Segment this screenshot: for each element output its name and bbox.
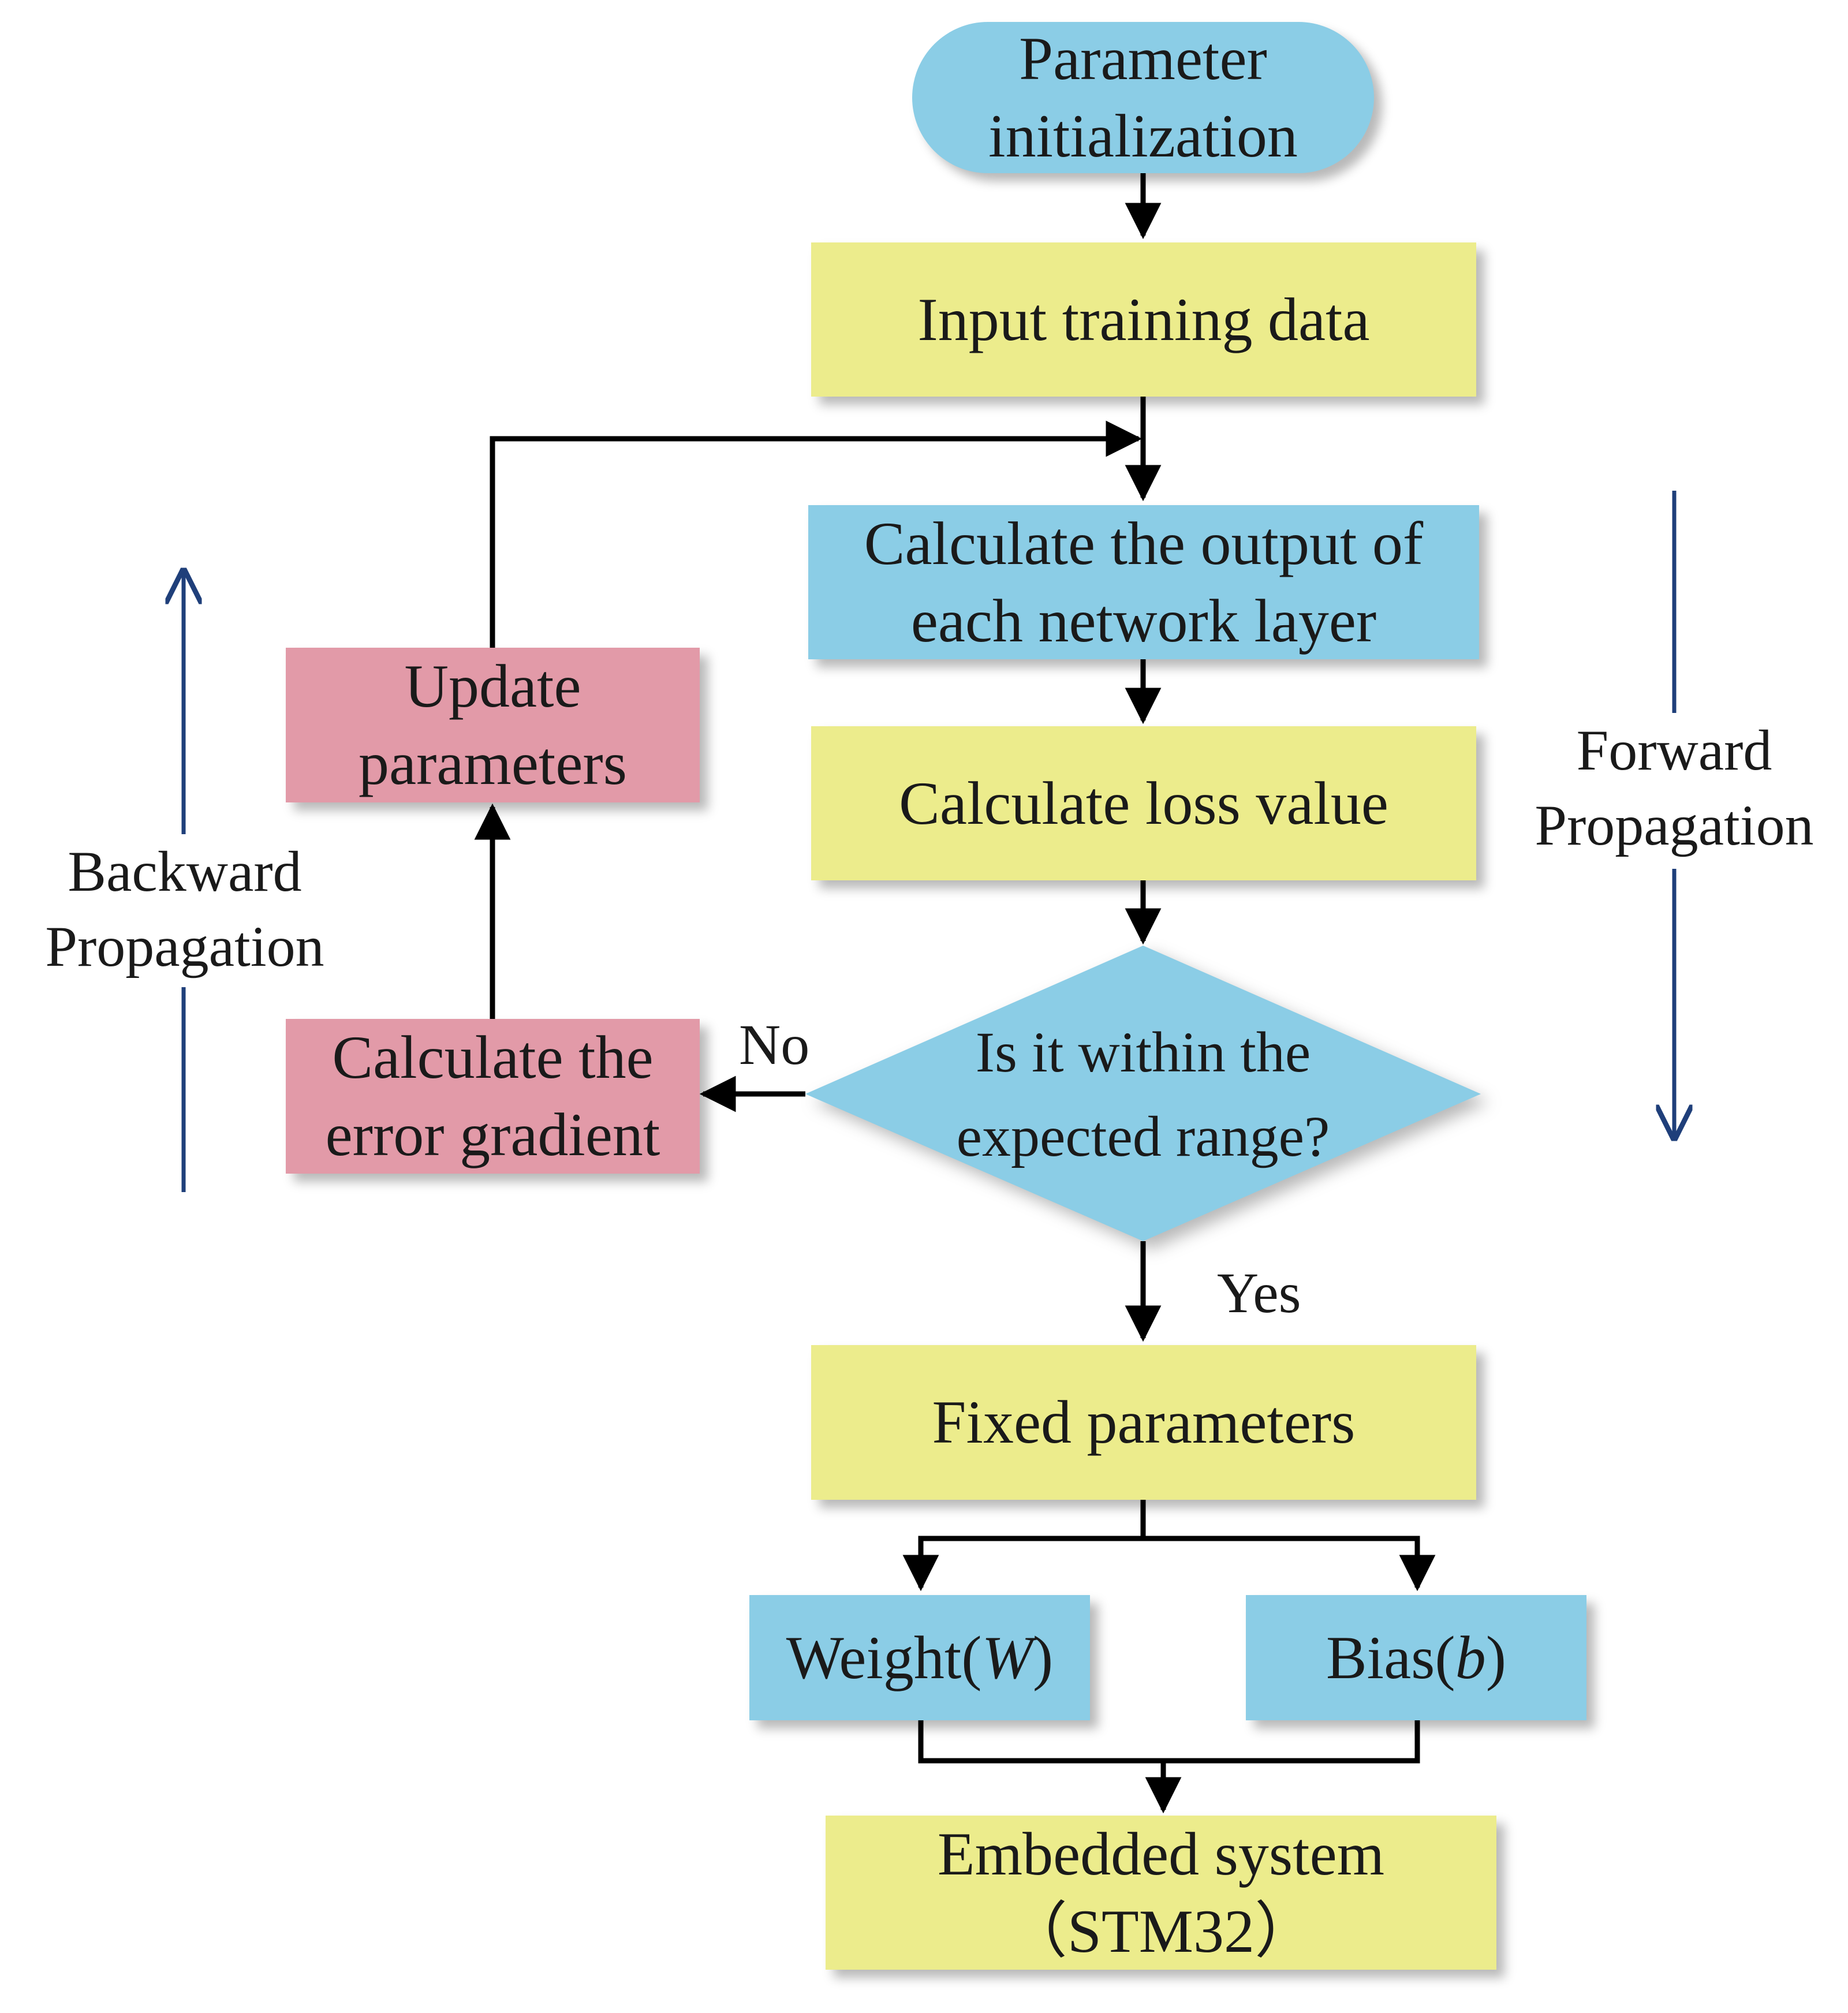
no-edge-label: No xyxy=(739,1013,810,1077)
decision-text-line: expected range? xyxy=(956,1104,1330,1168)
node-text-line: Calculate the output of xyxy=(864,509,1424,577)
node-text-line: Calculate the xyxy=(332,1024,654,1091)
fixed-split-connector xyxy=(902,1500,1146,1592)
forward-label-line: Forward xyxy=(1576,718,1772,782)
node-text-line: Parameter xyxy=(1019,25,1267,92)
error-gradient-node: Calculate the error gradient xyxy=(286,1019,700,1174)
fixed-parameters-node: Fixed parameters xyxy=(811,1345,1476,1500)
backward-label-line: Propagation xyxy=(45,914,324,979)
weight-label: Weight(W) xyxy=(786,1619,1053,1697)
weight-node: Weight(W) xyxy=(749,1595,1090,1720)
backward-label-line: Backward xyxy=(68,839,302,903)
node-text-line: parameters xyxy=(359,730,627,797)
decision-text-line: Is it within the xyxy=(975,1020,1311,1084)
forward-propagation-label: Forward Propagation xyxy=(1513,713,1836,863)
bias-label: Bias(b) xyxy=(1326,1619,1506,1697)
decision-diamond xyxy=(805,946,1481,1241)
fixed-split-connector-right xyxy=(1143,1536,1436,1592)
node-text-line: initialization xyxy=(988,102,1298,170)
embedded-system-node: Embedded system （STM32） xyxy=(826,1816,1496,1970)
node-text-line: each network layer xyxy=(910,587,1377,655)
yes-edge-label: Yes xyxy=(1217,1261,1301,1325)
node-text-line: error gradient xyxy=(325,1101,660,1168)
weight-prefix: Weight( xyxy=(786,1623,982,1691)
weight-variable: W xyxy=(981,1623,1033,1691)
node-text-line: Calculate loss value xyxy=(899,769,1388,837)
weight-bias-merge-connector xyxy=(918,1720,1420,1764)
arrow-update-to-merge xyxy=(490,420,1143,648)
update-parameters-node: Update parameters xyxy=(286,648,700,802)
calculate-output-node: Calculate the output of each network lay… xyxy=(808,505,1479,659)
node-text-line: （STM32） xyxy=(1006,1897,1316,1965)
node-text-line: Update xyxy=(404,652,581,720)
weight-suffix: ) xyxy=(1032,1623,1054,1691)
backward-propagation-label: Backward Propagation xyxy=(14,834,355,984)
bias-prefix: Bias( xyxy=(1326,1623,1455,1691)
calculate-loss-node: Calculate loss value xyxy=(811,726,1476,880)
node-text-line: Embedded system xyxy=(937,1820,1385,1888)
bias-variable: b xyxy=(1455,1623,1486,1691)
node-text-line: Input training data xyxy=(917,285,1370,353)
parameter-initialization-node: Parameter initialization xyxy=(912,22,1374,173)
decision-text: Is it within the expected range? xyxy=(854,1010,1432,1179)
input-training-data-node: Input training data xyxy=(811,242,1476,397)
bias-node: Bias(b) xyxy=(1246,1595,1586,1720)
bias-suffix: ) xyxy=(1485,1623,1507,1691)
forward-label-line: Propagation xyxy=(1535,793,1814,857)
node-text-line: Fixed parameters xyxy=(932,1388,1356,1456)
